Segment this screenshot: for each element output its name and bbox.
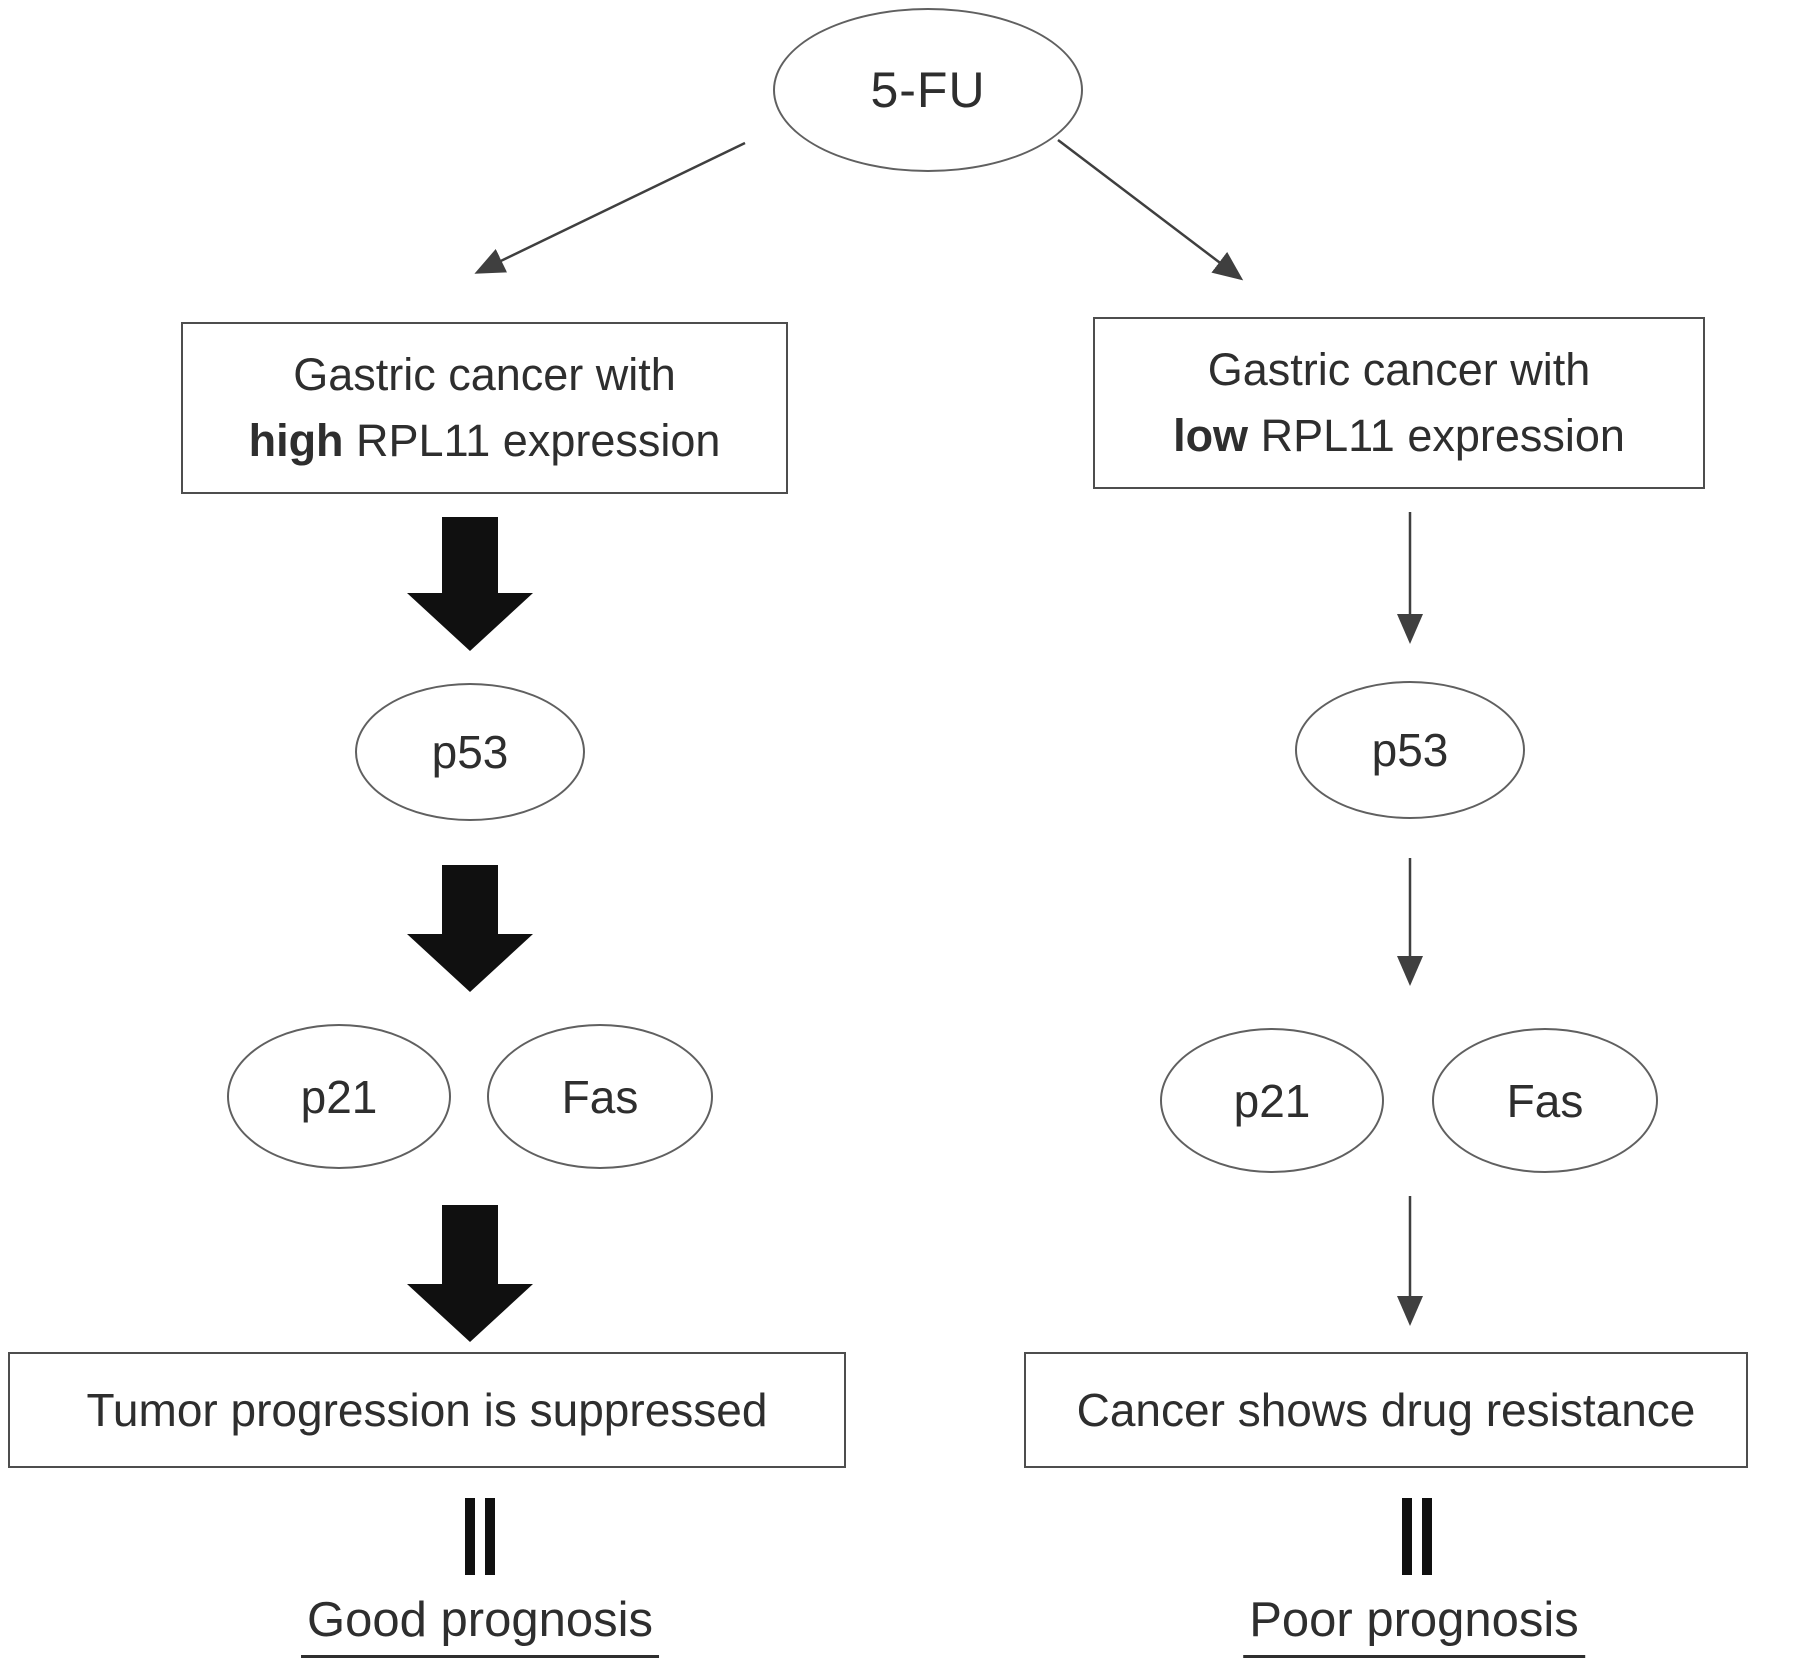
condition-line2-rest: RPL11 expression: [343, 415, 721, 466]
left-p53-node: p53: [355, 683, 585, 821]
arrow-drug-to-high-rpl11: [474, 141, 746, 274]
right-p21-node: p21: [1160, 1028, 1384, 1173]
equals-bar: [1402, 1498, 1412, 1575]
left-equals-bars: [465, 1498, 495, 1575]
right-p53-node: p53: [1295, 681, 1525, 819]
right-fas-node: Fas: [1432, 1028, 1658, 1173]
condition-line2: high RPL11 expression: [249, 408, 721, 474]
drug-node: 5-FU: [773, 8, 1083, 172]
fas-label: Fas: [1506, 1074, 1584, 1127]
condition-emphasis: high: [248, 415, 344, 466]
equals-bar: [465, 1498, 475, 1575]
p53-label: p53: [431, 726, 509, 778]
low-rpl11-condition-box: Gastric cancer with low RPL11 expression: [1093, 317, 1705, 489]
p21-label: p21: [300, 1070, 378, 1123]
high-rpl11-condition-box: Gastric cancer with high RPL11 expressio…: [181, 322, 788, 494]
prognosis-label: Poor prognosis: [1243, 1593, 1585, 1658]
drug-label: 5-FU: [870, 62, 986, 118]
fas-label: Fas: [561, 1070, 639, 1123]
right-prognosis: Poor prognosis: [1243, 1592, 1585, 1658]
prognosis-label: Good prognosis: [301, 1593, 659, 1658]
condition-line1: Gastric cancer with: [293, 349, 676, 400]
left-prognosis: Good prognosis: [301, 1592, 659, 1658]
solid-arrow-targets-to-outcome: [407, 1205, 533, 1342]
solid-arrow-p53-to-targets: [407, 865, 533, 992]
left-p21-node: p21: [227, 1024, 451, 1169]
outcome-label: Cancer shows drug resistance: [1076, 1384, 1696, 1436]
arrow-drug-to-low-rpl11: [1057, 139, 1244, 281]
condition-line1: Gastric cancer with: [1207, 344, 1591, 395]
equals-bar: [485, 1498, 495, 1575]
solid-arrow-high-to-p53: [407, 517, 533, 651]
right-equals-bars: [1402, 1498, 1432, 1575]
equals-bar: [1422, 1498, 1432, 1575]
condition-line2-rest: RPL11 expression: [1248, 410, 1625, 461]
left-fas-node: Fas: [487, 1024, 713, 1169]
p53-label: p53: [1371, 724, 1449, 776]
condition-line2: low RPL11 expression: [1173, 403, 1625, 469]
outcome-label: Tumor progression is suppressed: [86, 1384, 768, 1436]
p21-label: p21: [1233, 1074, 1311, 1127]
condition-emphasis: low: [1173, 410, 1249, 461]
right-outcome-box: Cancer shows drug resistance: [1024, 1352, 1748, 1468]
left-outcome-box: Tumor progression is suppressed: [8, 1352, 846, 1468]
